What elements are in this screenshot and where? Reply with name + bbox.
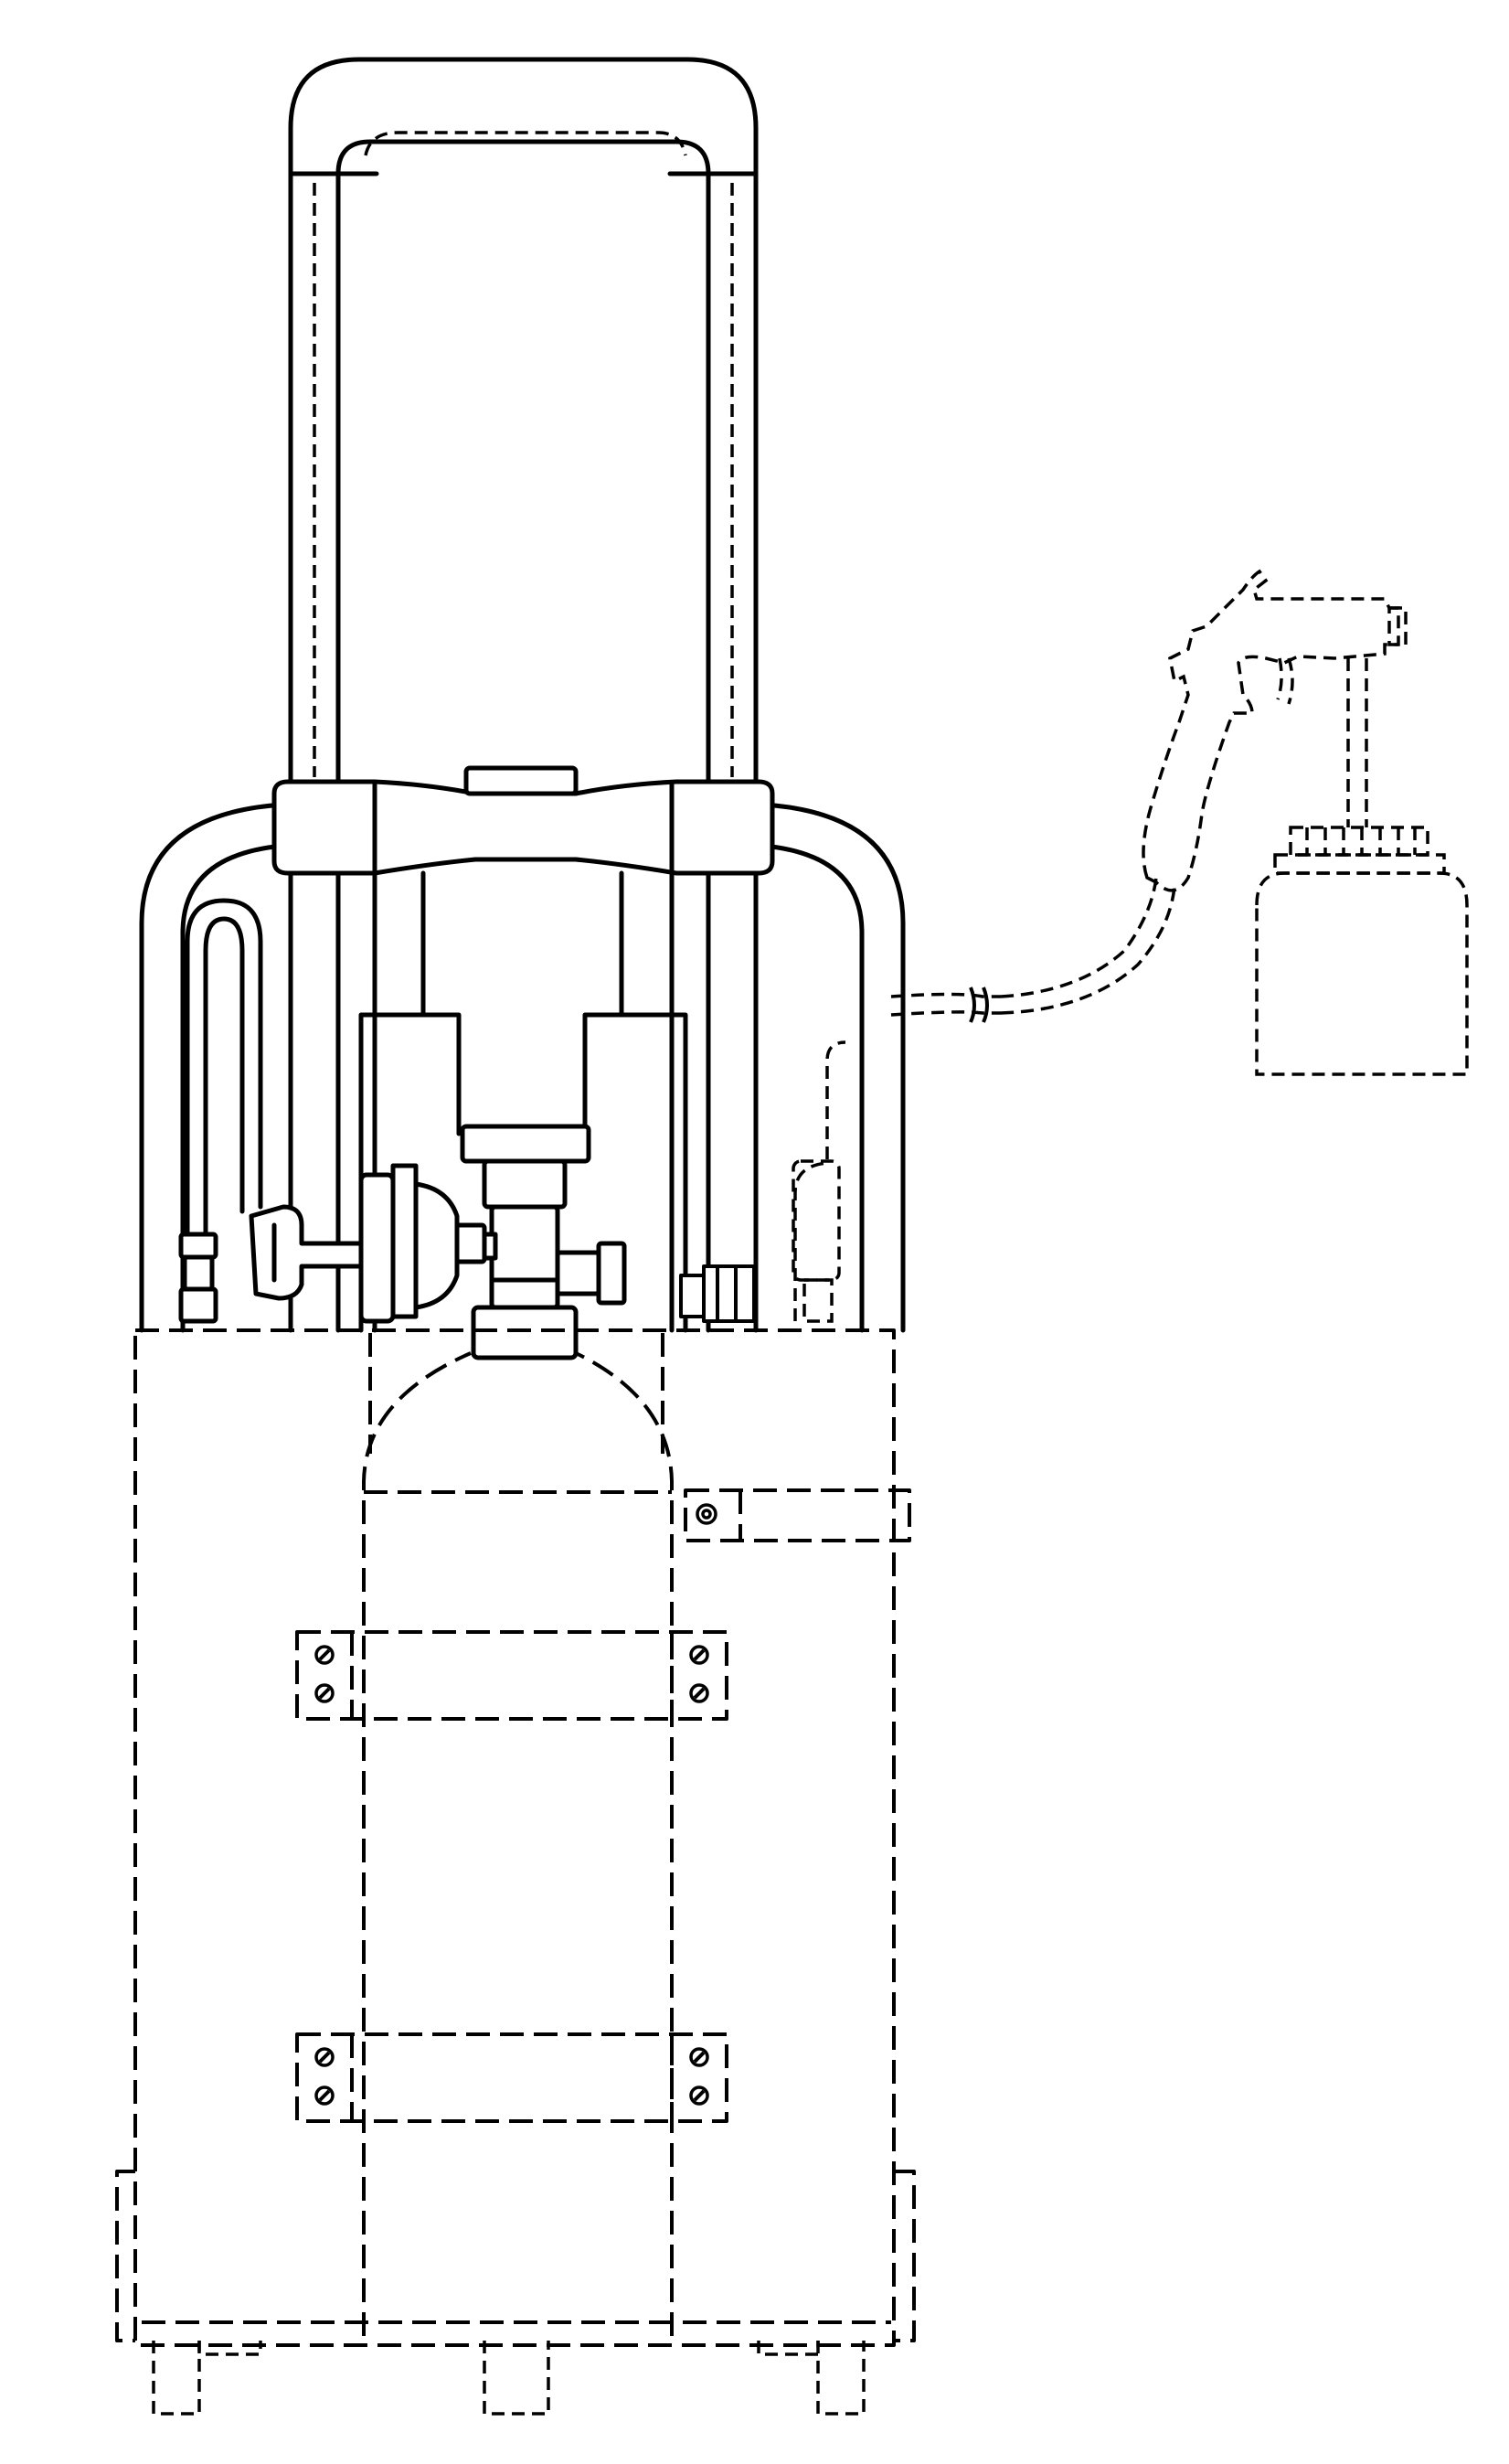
screws: [316, 1505, 716, 2104]
mounting-straps: [297, 1490, 909, 2121]
handle-guide-collar: [274, 768, 772, 873]
wheels: [154, 2341, 864, 2414]
screw-icon: [316, 1685, 333, 1701]
screw-icon: [691, 1685, 707, 1701]
screw-icon: [316, 2087, 333, 2104]
pressure-regulator: [251, 1166, 495, 1321]
screw-icon: [691, 1647, 707, 1663]
spray-gun: [971, 571, 1406, 1022]
fluid-container: [1257, 827, 1467, 1074]
gas-cylinder: [364, 1333, 672, 2336]
screw-icon: [316, 1647, 333, 1663]
screw-icon: [697, 1505, 716, 1523]
screw-icon: [691, 2049, 707, 2065]
screw-icon: [691, 2087, 707, 2104]
screw-icon: [316, 2049, 333, 2065]
telescoping-handle: [291, 59, 756, 786]
